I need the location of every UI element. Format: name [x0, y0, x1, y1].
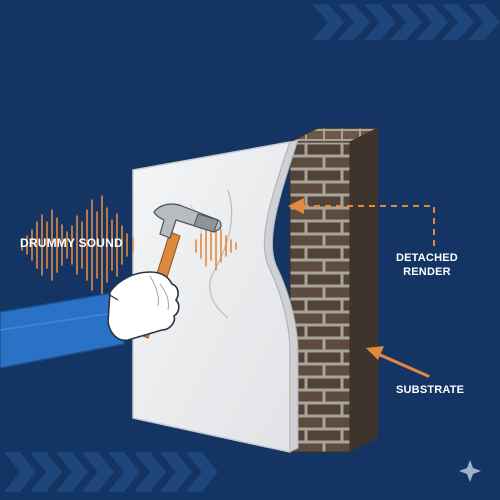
chevron-pattern-bottom [4, 452, 218, 492]
gloved-hand-icon [107, 271, 180, 342]
sound-wave-icon [21, 195, 237, 295]
brick-wall-substrate [289, 127, 379, 453]
detached-render-pointer [288, 198, 435, 246]
detached-render-label-line1: DETACHED [396, 252, 458, 264]
substrate-label: SUBSTRATE [396, 384, 465, 396]
drummy-sound-label: DRUMMY SOUND [20, 236, 123, 250]
sparkle-icon [459, 460, 481, 482]
detached-render-label: DETACHED RENDER [396, 251, 458, 279]
substrate-pointer [366, 346, 430, 378]
chevron-pattern-top [312, 4, 500, 40]
arm-sleeve [0, 291, 125, 369]
detached-render-label-line2: RENDER [403, 266, 451, 278]
